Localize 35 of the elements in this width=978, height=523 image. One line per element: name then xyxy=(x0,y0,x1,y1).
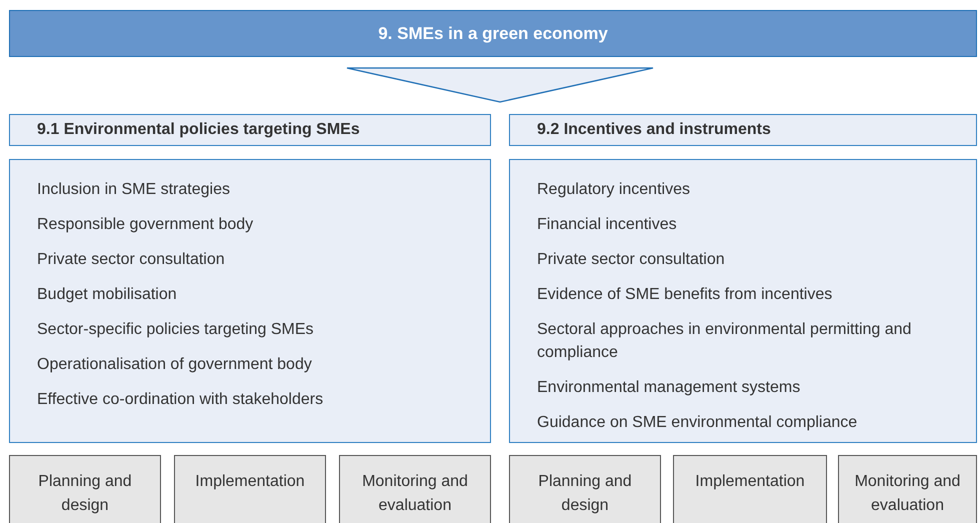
list-item: Private sector consultation xyxy=(37,250,226,270)
list-item: Regulatory incentives xyxy=(537,180,691,200)
list-item: Financial incentives xyxy=(537,215,678,235)
list-item: Sector-specific policies targeting SMEs xyxy=(37,320,315,340)
phase-box xyxy=(509,455,661,523)
list-item: Sectoral approaches in environmental permitting and compliance xyxy=(537,320,912,363)
list-item: Guidance on SME environmental compliance xyxy=(537,413,858,433)
header-text: 9.1 Environmental policies targeting SMEs xyxy=(37,120,360,140)
phase-box xyxy=(673,455,827,523)
list-item: Evidence of SME benefits from incentives xyxy=(537,285,834,305)
phase-box xyxy=(174,455,326,523)
phase-box xyxy=(838,455,977,523)
section-header xyxy=(509,114,977,146)
phase-label: Implementation xyxy=(695,472,805,492)
list-panel xyxy=(9,159,491,443)
phase-label: Planning and design xyxy=(37,472,133,516)
phase-label: Monitoring and evaluation xyxy=(361,472,469,516)
phase-label: Monitoring and evaluation xyxy=(854,472,962,516)
list-item: Responsible government body xyxy=(37,215,254,235)
title-bar xyxy=(9,10,977,57)
list-item: Environmental management systems xyxy=(537,378,802,398)
section-header xyxy=(9,114,491,146)
title-text: 9. SMEs in a green economy xyxy=(378,22,608,45)
phase-box xyxy=(339,455,491,523)
list-panel xyxy=(509,159,977,443)
phase-label: Implementation xyxy=(195,472,305,492)
list-item: Inclusion in SME strategies xyxy=(37,180,231,200)
phase-box xyxy=(9,455,161,523)
list-item: Effective co-ordination with stakeholders xyxy=(37,390,324,410)
phase-label: Planning and design xyxy=(537,472,633,516)
list-item: Operationalisation of government body xyxy=(37,355,313,375)
header-text: 9.2 Incentives and instruments xyxy=(537,120,771,140)
list-item: Private sector consultation xyxy=(537,250,726,270)
triangle-shape xyxy=(346,67,654,103)
list-item: Budget mobilisation xyxy=(37,285,178,305)
